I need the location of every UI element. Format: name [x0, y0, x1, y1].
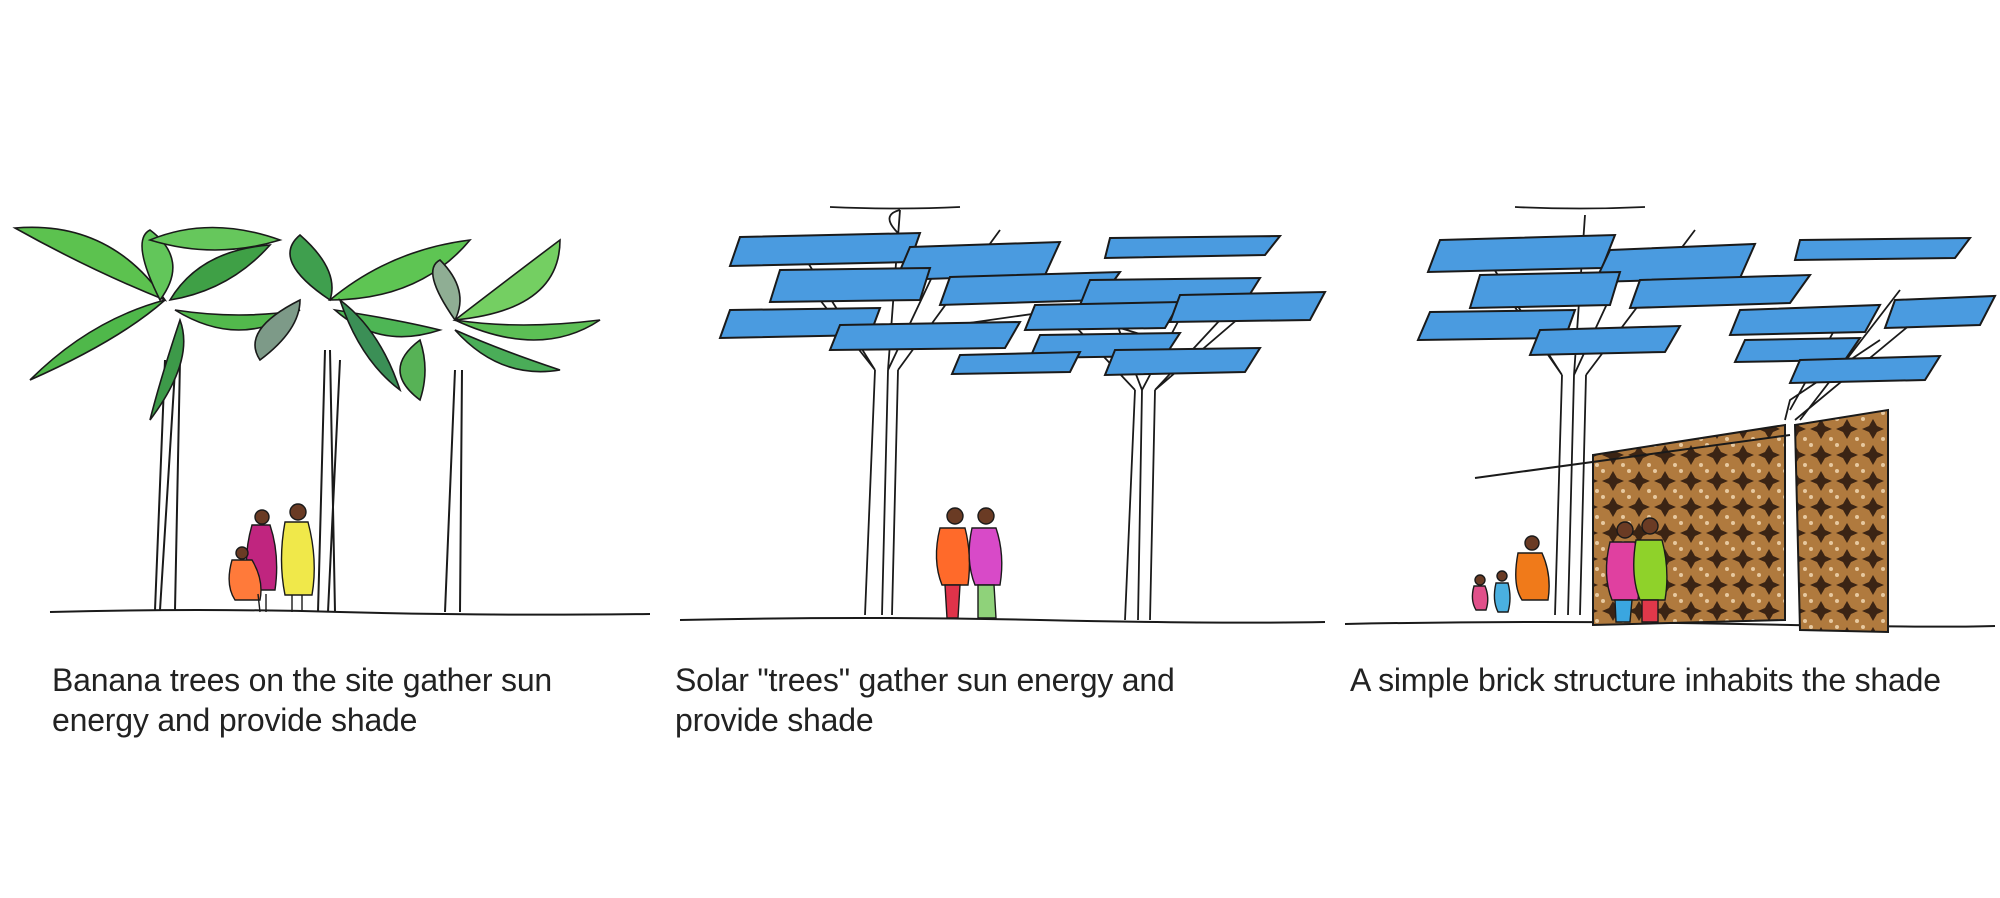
ground-line	[1344, 621, 1996, 628]
solar-panels	[718, 231, 1327, 377]
brick-structure-sketch	[1344, 206, 1997, 634]
banana-leaves	[12, 226, 601, 421]
people-group-3	[1471, 517, 1668, 623]
panel-solar-trees: Solar "trees" gather sun energy and prov…	[660, 0, 1340, 898]
ground-line	[679, 617, 1326, 624]
banana-trees-sketch	[12, 226, 651, 616]
solar-panels-3	[1416, 233, 1997, 385]
people-group-1	[228, 503, 315, 613]
caption-banana-trees: Banana trees on the site gather sun ener…	[52, 662, 553, 738]
people-group-2	[935, 507, 1003, 619]
panel-brick-structure: A simple brick structure inhabits the sh…	[1340, 0, 2000, 898]
banana-trunks	[154, 349, 463, 613]
ground-line	[49, 609, 651, 616]
caption-solar-trees: Solar "trees" gather sun energy and prov…	[675, 662, 1175, 738]
panel-banana-trees: Banana trees on the site gather sun ener…	[0, 0, 660, 898]
roof-line	[1474, 434, 1791, 479]
solar-trees-sketch	[679, 206, 1327, 624]
caption-brick-structure: A simple brick structure inhabits the sh…	[1350, 662, 1941, 698]
